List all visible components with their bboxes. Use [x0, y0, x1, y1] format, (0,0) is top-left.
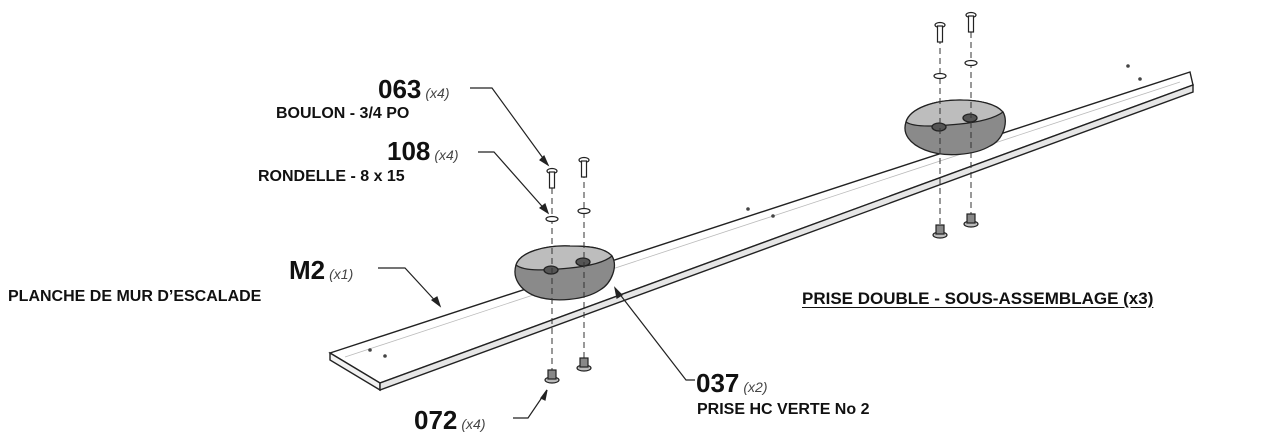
part-label-037: 037(x2)	[696, 370, 768, 396]
t-nut-icon	[544, 369, 560, 384]
washer-icon	[933, 72, 947, 80]
part-label-M2: M2(x1)	[289, 257, 353, 283]
part-quantity: (x2)	[743, 379, 768, 395]
part-label-063: 063(x4)	[378, 76, 450, 102]
part-quantity: (x4)	[425, 85, 450, 101]
part-label-072: 072(x4)	[414, 407, 486, 433]
part-number: 063	[378, 74, 422, 104]
bolt-icon	[965, 11, 977, 33]
part-quantity: (x4)	[434, 147, 459, 163]
part-description-063: BOULON - 3/4 PO	[276, 105, 410, 122]
washer-icon	[964, 59, 978, 67]
bolt-icon	[934, 21, 946, 43]
part-description-M2: PLANCHE DE MUR D’ESCALADE	[8, 288, 262, 305]
t-nut-icon	[932, 224, 948, 239]
bolts	[546, 11, 977, 189]
t-nut-icon	[576, 357, 592, 372]
washer-icon	[545, 215, 559, 223]
t-nut-icon	[963, 213, 979, 228]
part-number: 108	[387, 136, 431, 166]
leader-lines	[378, 87, 695, 419]
axis-lines	[551, 22, 972, 372]
washers	[545, 59, 978, 223]
part-description-037: PRISE HC VERTE No 2	[697, 401, 870, 418]
part-quantity: (x1)	[329, 266, 354, 282]
part-quantity: (x4)	[461, 416, 486, 432]
bolt-icon	[578, 156, 590, 178]
hold-left	[514, 245, 615, 301]
part-description-108: RONDELLE - 8 x 15	[258, 168, 405, 185]
washer-icon	[577, 207, 591, 215]
part-number: M2	[289, 255, 326, 285]
part-label-108: 108(x4)	[387, 138, 459, 164]
part-number: 072	[414, 405, 458, 435]
t-nuts	[544, 213, 979, 384]
bolt-icon	[546, 167, 558, 189]
climbing-board	[328, 64, 1194, 392]
diagram-title: PRISE DOUBLE - SOUS-ASSEMBLAGE (x3)	[802, 289, 1154, 308]
hold-right	[904, 99, 1006, 156]
part-number: 037	[696, 368, 740, 398]
